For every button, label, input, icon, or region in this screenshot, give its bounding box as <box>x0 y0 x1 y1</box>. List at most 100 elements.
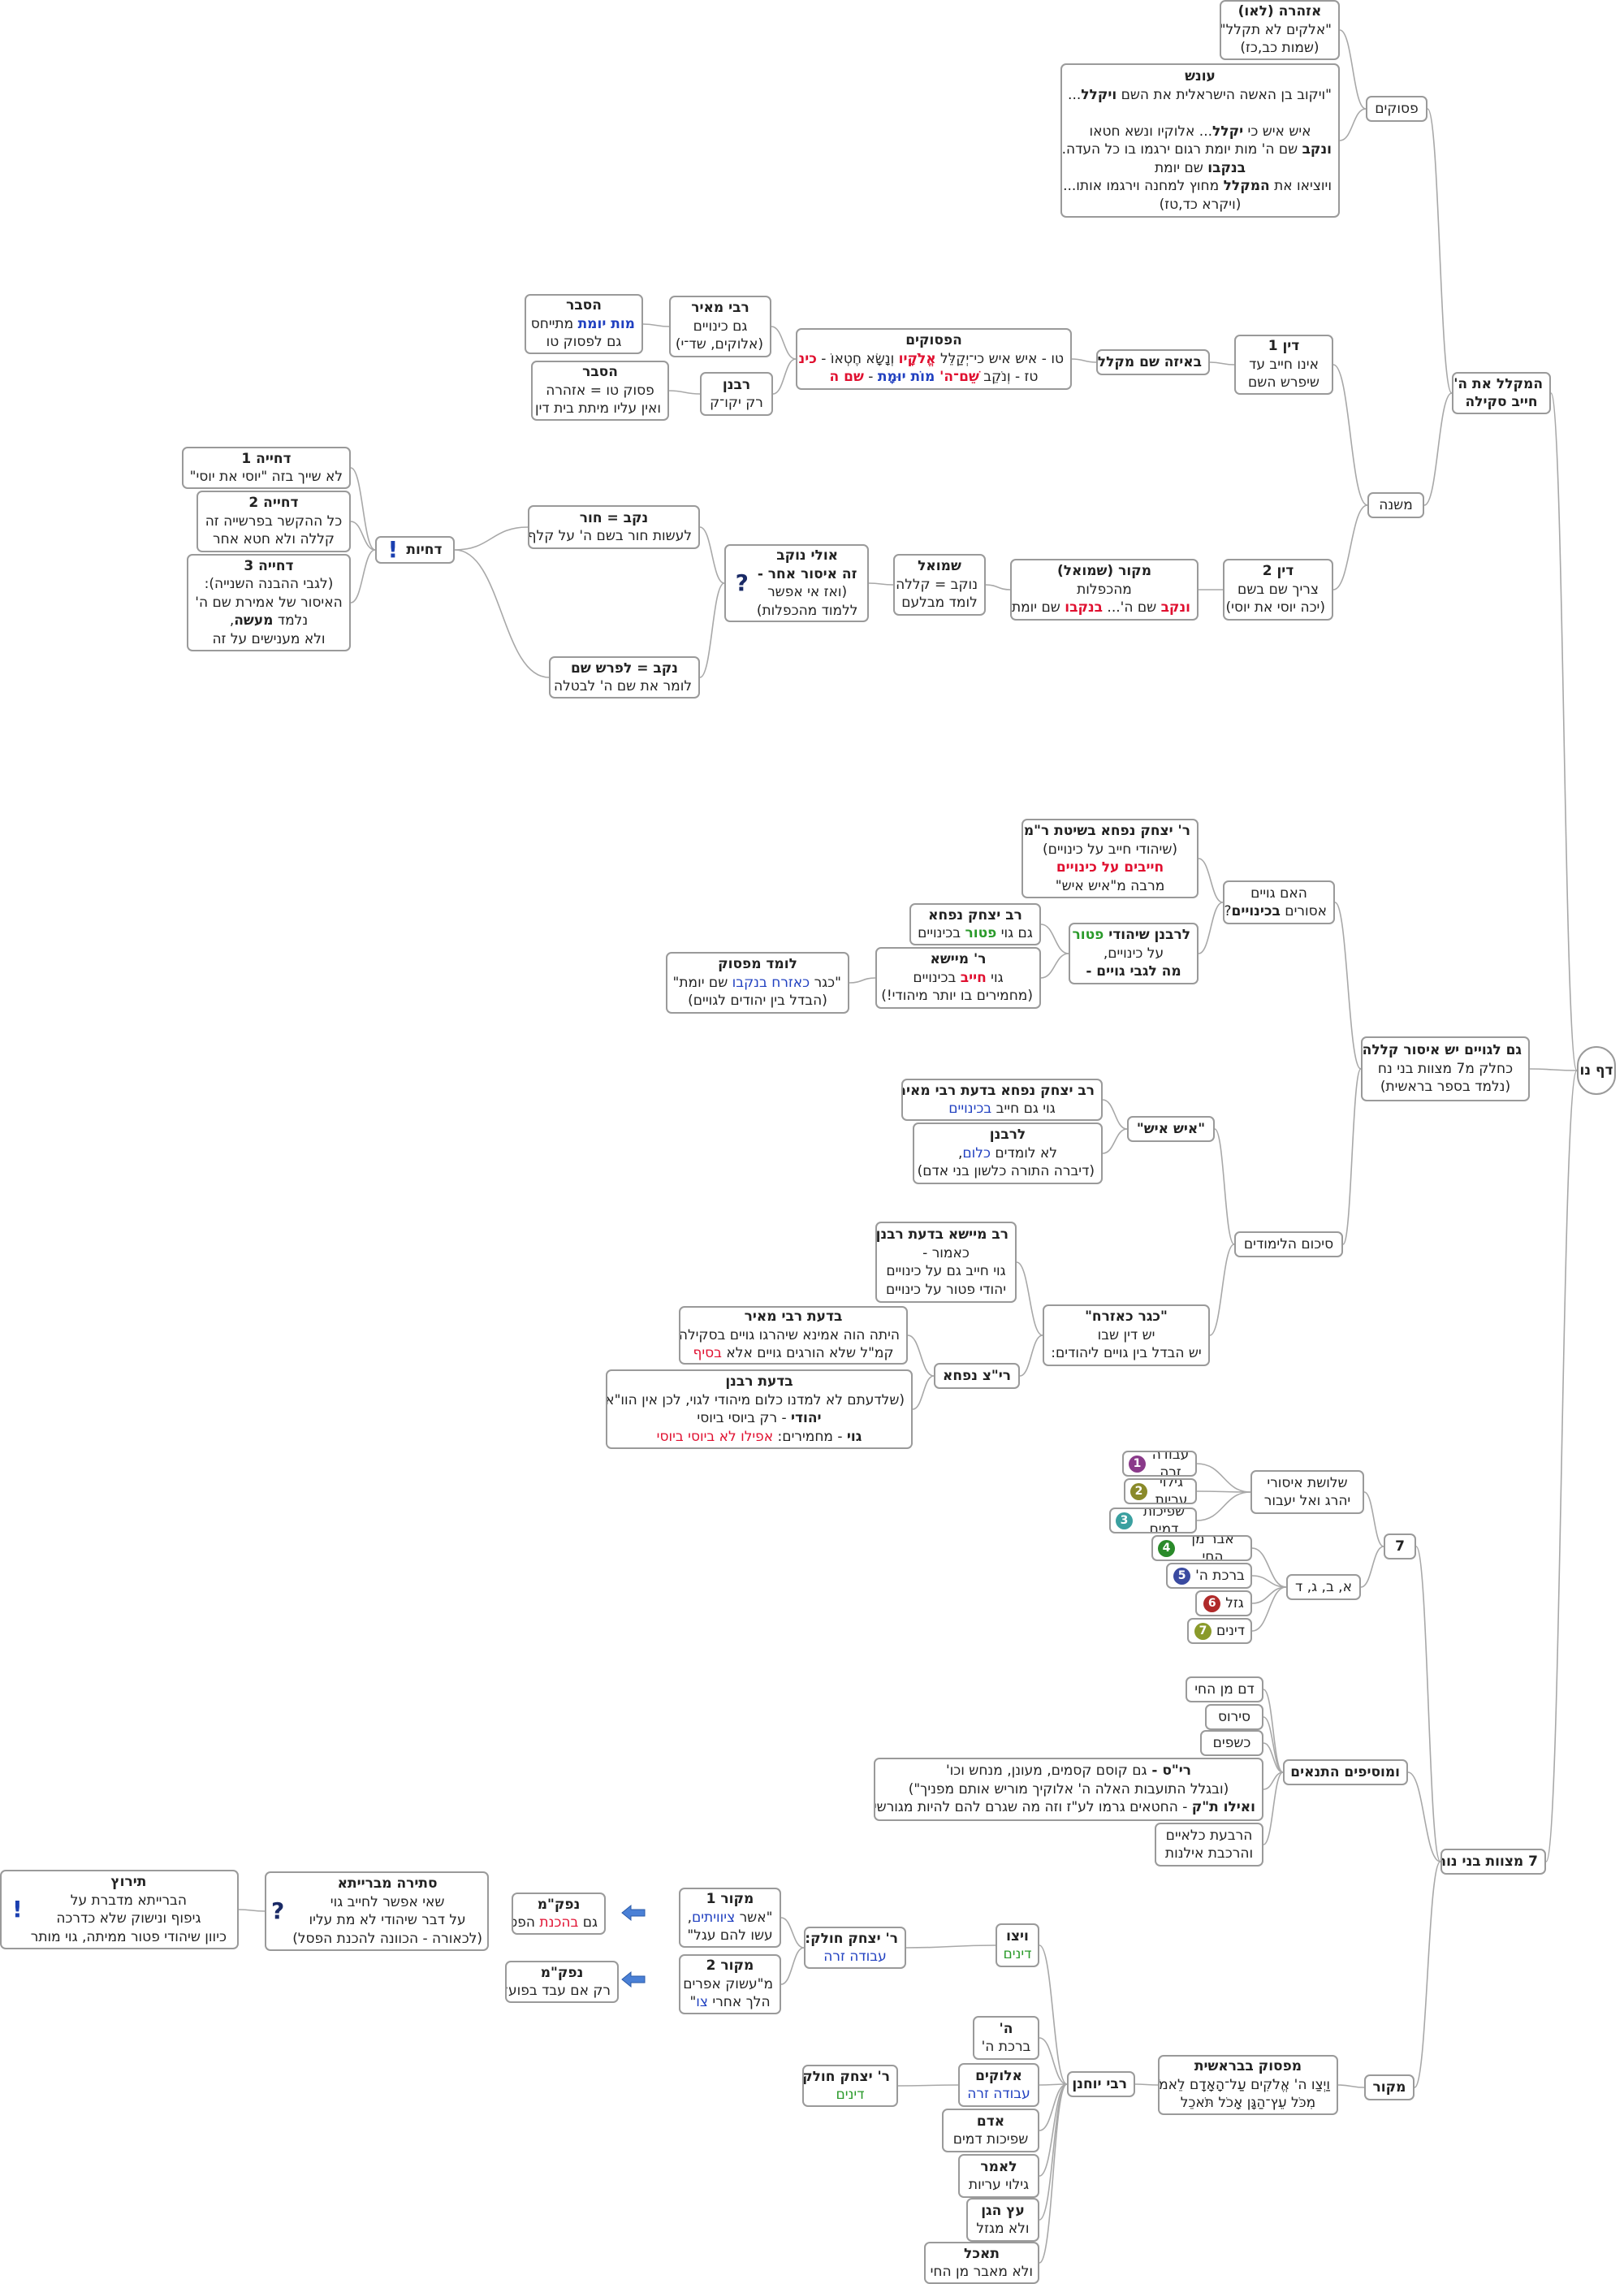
connector-line <box>1263 1771 1284 1845</box>
bedaat-rabanan-node[interactable]: בדעת רבנן (שלדעתם לא למדנו כלום מיהודי ל… <box>606 1369 913 1449</box>
shalosh-isurei-node[interactable]: שלושת איסורי יהרג ואל יעבור <box>1250 1470 1364 1514</box>
dchiya3-line3b: מעשה <box>234 612 274 629</box>
rabi-meir-node[interactable]: רבי מאיר גם כינויים (אלוקים, שד־י) <box>669 296 771 357</box>
dam-min-hahai-node[interactable]: דם מן החי <box>1186 1676 1263 1702</box>
rav-yitzhak-nafha-node[interactable]: רב יצחק נפחא גם גוי פטור בכינויים <box>909 903 1041 945</box>
nafkam1-line1a: גם <box>578 1914 598 1931</box>
din2-node[interactable]: דין 2 צריך שם בשם (יכה יוסי את יוסי) <box>1223 559 1333 621</box>
azhara-node[interactable]: אזהרה (לאו) "אלקים לא תקלל" (שמות כב,כז) <box>1220 0 1340 60</box>
pasuk-word-item[interactable]: אלוקים עבודה זרה <box>958 2063 1039 2107</box>
r-miasha-node[interactable]: ר' מיישא גוי חייב בכינויים (מחמירים בו י… <box>875 947 1041 1009</box>
nokev-hor-node[interactable]: נקב = חור לעשות חור בשם ה' על קלף <box>528 505 700 549</box>
root-node[interactable]: דף נו <box>1577 1046 1616 1095</box>
nokev-lifrosh-node[interactable]: נקב = לפרש שם לומר את שם ה' לבטלה <box>549 656 700 699</box>
connector-line <box>1545 1070 1578 1862</box>
bedaat-meir-title: בדעת רבי מאיר <box>744 1309 843 1326</box>
ris-node[interactable]: רי"ס - גם קוסם קסמים, מעונן, מנחש וכו' (… <box>874 1758 1263 1821</box>
lerabanan-kelum-node[interactable]: לרבנן לא לומדים כלום, (דיברה התורה כלשון… <box>913 1123 1103 1184</box>
onesh-source: (ויקרא כד,טז) <box>1159 196 1242 213</box>
hesber1-node[interactable]: הסבר מות יומת מתייחס גם לפסוק טו <box>525 294 643 354</box>
mekalel-node[interactable]: המקלל את ה' חייב סקילה <box>1452 372 1551 414</box>
ulai-nokev-node[interactable]: אולי נוקב זה איסור אחר - (ואז אי אפשר לל… <box>724 544 869 622</box>
rav-nafha-meir-node[interactable]: רב יצחק נפחא בדעת רבי מאיר גוי גם חייב ב… <box>901 1079 1103 1121</box>
mitzva-item[interactable]: שפיכות דמים 3 <box>1109 1508 1197 1533</box>
dchiya3-node[interactable]: דחייה 3 (לגבי ההבנה השנייה): האיסור של א… <box>187 554 351 651</box>
bedaat-meir-node[interactable]: בדעת רבי מאיר היתה הוה אמינא שיהרגו גויי… <box>679 1306 908 1365</box>
stira-node[interactable]: סתירה מברייתא שאי אפשר לחייב גוי על דבר … <box>265 1871 489 1951</box>
connector-line <box>1016 1261 1043 1336</box>
dchiya2-node[interactable]: דחייה 2 כל ההקשר בפרשייה זה קללה ולא חטא… <box>197 491 351 552</box>
mitzva-item[interactable]: גזל 6 <box>1195 1590 1252 1616</box>
onesh-node[interactable]: עונש "ויקוב בן האשה הישראלית את השם ויקל… <box>1060 63 1340 218</box>
pasuk-word-item[interactable]: עץ הגן ולא מגזל <box>966 2198 1039 2242</box>
pasuk-word-item[interactable]: אדם שפיכות דמים <box>942 2109 1039 2152</box>
connector-line <box>1040 924 1069 954</box>
tanaim-label: ומוסיפים התנאים <box>1290 1763 1400 1780</box>
makor1-node[interactable]: מקור 1 "אשר ציוויתים, עשו להם עגל" <box>679 1888 781 1948</box>
ritzhak-holek-dinim-node[interactable]: ר' יצחק חולק: דינים <box>802 2065 898 2107</box>
mitzva-item[interactable]: אבר מן החי 4 <box>1151 1535 1252 1561</box>
rabi-yohanan-node[interactable]: רבי יוחנן <box>1067 2071 1135 2097</box>
kager-line1: יש דין שבו <box>1097 1326 1155 1343</box>
mitzva-item[interactable]: ברכת ה' 5 <box>1166 1563 1252 1589</box>
nafkam2-node[interactable]: נפק"מ רק אם עבד בפועל <box>505 1961 619 2003</box>
sirus-label: סירוס <box>1217 1708 1251 1725</box>
mitzva-item[interactable]: עבודה זרה 1 <box>1122 1451 1197 1477</box>
harbaat-node[interactable]: הרבעת כלאיים והרכבת אילנות <box>1155 1823 1263 1867</box>
seven-node[interactable]: 7 <box>1384 1533 1416 1559</box>
shmuel-node[interactable]: שמואל נוקב = קללה לומד מבלעם <box>893 554 986 616</box>
hesber1-title: הסבר <box>566 297 602 314</box>
onesh-line2b: יקלל <box>1212 123 1244 140</box>
ritzhak-nafha-meir-node[interactable]: ר' יצחק נפחא בשיטת ר"מ (שיהודי חייב על כ… <box>1021 819 1199 898</box>
makor-node[interactable]: מקור <box>1364 2074 1415 2100</box>
rav-nafha-title: רב יצחק נפחא בדעת רבי מאיר <box>901 1082 1095 1099</box>
mitzva-item[interactable]: דינים 7 <box>1187 1618 1252 1644</box>
rav-miasha-rabanan-node[interactable]: רב מיישא בדעת רבנן כאמור - גוי חייב גם ע… <box>875 1222 1017 1303</box>
mishna-node[interactable]: משנה <box>1367 492 1424 518</box>
makor2-node[interactable]: מקור 2 מ"עשוק אפרים הלך אחרי צו" <box>679 1954 781 2014</box>
hesber2-title: הסבר <box>582 364 618 381</box>
lomed-mipasuk-node[interactable]: לומד מפסוק "כגר כאזרח בנקבו שם יומת" (הב… <box>666 952 849 1014</box>
teruz-node[interactable]: תירוץ הברייתא מדברת על גיפוף ונישוק שלא … <box>0 1870 239 1949</box>
haim-goyim-node[interactable]: האם גויים אסורים בכינויים? <box>1223 880 1335 924</box>
stira-line2: על דבר שיהודי לא מת עליו <box>309 1912 466 1928</box>
arrow-left-icon <box>621 1970 646 1988</box>
mufsak-bereshit-node[interactable]: מפסוק בבראשית וַיְצַו ה' אֱלֹקִים עַל־הָ… <box>1158 2055 1338 2115</box>
vayetzav-node[interactable]: ויצו דינים <box>996 1923 1039 1967</box>
sheva-mitzvot-node[interactable]: 7 מצוות בני נוח <box>1440 1849 1546 1875</box>
goyim-node[interactable]: גם לגויים יש איסור קללה כחלק מ7 מצוות בנ… <box>1361 1036 1530 1101</box>
kshafim-node[interactable]: כשפים <box>1200 1730 1263 1756</box>
connector-line <box>1039 2083 1068 2131</box>
dchiya1-node[interactable]: דחייה 1 לא שייך בזה "יוסי את יוסי" <box>182 447 351 489</box>
psukim-node[interactable]: פסוקים <box>1366 96 1427 122</box>
abgd-node[interactable]: א, ב, ג, ד <box>1286 1574 1361 1600</box>
din1-node[interactable]: דין 1 אינו חייב עד שיפרש השם <box>1234 335 1333 395</box>
sirus-node[interactable]: סירוס <box>1205 1704 1263 1730</box>
beeize-node[interactable]: באיזה שם מקלל <box>1096 349 1210 375</box>
ritz-nafha-node[interactable]: רי"צ נפחא <box>934 1363 1020 1389</box>
makor-shmuel-node[interactable]: מקור (שמואל) מהכפלות ונקב שם ה'... בנקבו… <box>1010 559 1199 621</box>
connector-line <box>1198 902 1224 954</box>
sikum-node[interactable]: סיכום הלימודים <box>1234 1231 1343 1257</box>
dchiot-node[interactable]: דחיות ! <box>375 536 455 564</box>
pasuk-word-item[interactable]: תאכל ולא מאבר מן החי <box>924 2242 1039 2284</box>
pasuk-word-item[interactable]: לאמר גילוי עריות <box>958 2154 1039 2198</box>
pasuk-word-item[interactable]: ה' ברכת ה' <box>973 2016 1039 2060</box>
r-miasha-title: ר' מיישא <box>930 951 987 968</box>
kager-kaezrah-node[interactable]: "כגר כאזרח" יש דין שבו יש הבדל בין גויים… <box>1043 1304 1210 1366</box>
tanaim-node[interactable]: ומוסיפים התנאים <box>1283 1759 1408 1785</box>
hesber2-node[interactable]: הסבר פסוק טו = אזהרה ואין עליו מיתת בית … <box>531 361 669 421</box>
connector-line <box>1209 1244 1235 1336</box>
ritzhak-holek-az-node[interactable]: ר' יצחק חולק: עבודה זרה <box>804 1927 906 1969</box>
connector-line <box>1134 2083 1159 2086</box>
lerabanan-node[interactable]: לרבנן שיהודי פטור על כינויים, מה לגבי גו… <box>1069 923 1199 984</box>
azhara-title: אזהרה (לאו) <box>1237 3 1322 20</box>
rabanan-node[interactable]: רבנן רק יקו־ק <box>700 372 773 416</box>
dchiya1-title: דחייה 1 <box>241 450 292 467</box>
hapsukim-node[interactable]: הפסוקים טו - איש איש כי־יְקַלֵּל אֱלֹקָי… <box>796 328 1072 390</box>
ish-ish-node[interactable]: "איש איש" <box>1127 1116 1215 1142</box>
mitzva-item[interactable]: גילוי עריות 2 <box>1124 1478 1197 1504</box>
hapsukim-line1d: כינוי <box>797 350 817 367</box>
nafkam1-node[interactable]: נפק"מ גם בהכנת הפסל <box>512 1893 606 1935</box>
bedaat-rabanan-line3a: גוי <box>846 1428 862 1445</box>
